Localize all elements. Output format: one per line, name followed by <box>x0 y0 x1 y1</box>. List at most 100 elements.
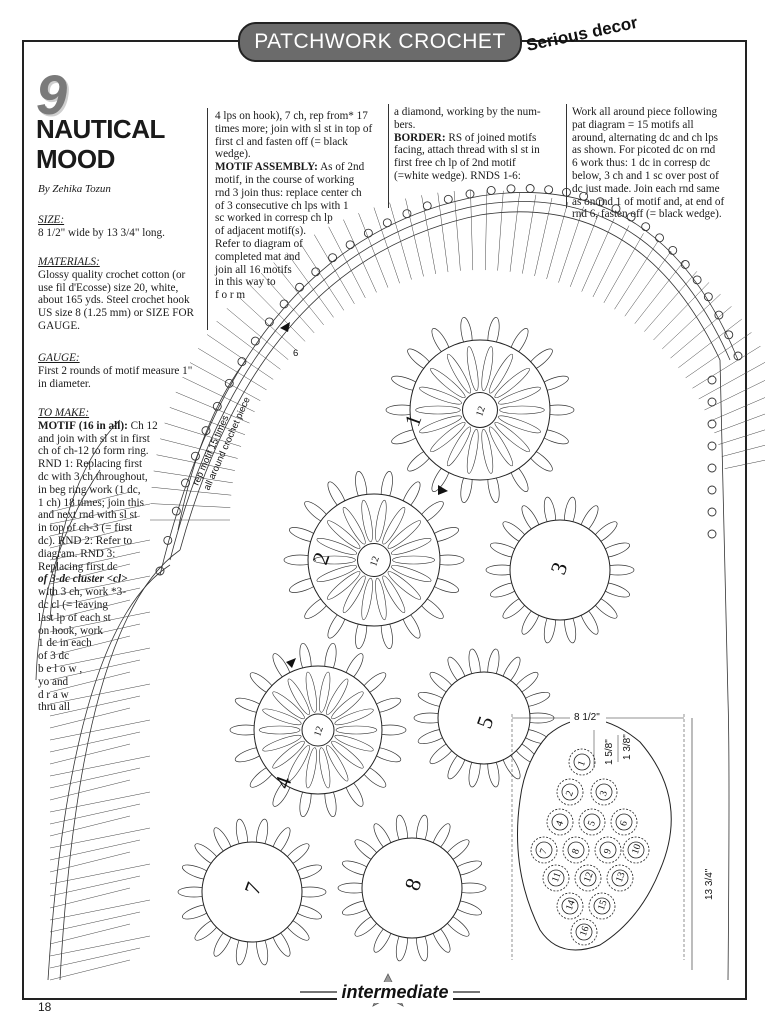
motif-spoke <box>563 497 574 548</box>
inner-petal <box>272 740 305 769</box>
motif-spoke <box>430 731 469 764</box>
inner-petal <box>326 745 349 782</box>
motif-petal <box>521 605 541 635</box>
inner-petal <box>391 538 432 555</box>
motif-spoke <box>522 505 549 551</box>
border-spoke <box>226 308 289 360</box>
to-make-line: of 3 dc <box>38 650 70 663</box>
schematic-motif-outer <box>578 808 606 836</box>
picot <box>224 378 234 388</box>
col2-line: completed mat and <box>215 250 301 263</box>
col2-line: of adjacent motif(s). <box>215 225 307 238</box>
motif-spoke <box>509 377 569 400</box>
inner-petal <box>488 353 514 394</box>
motif-petal <box>490 542 521 558</box>
motif-spoke <box>407 430 457 471</box>
schematic-motif: 6 <box>610 808 638 836</box>
motif-height-inner-group: 1 3/8" <box>622 734 633 760</box>
border-spoke <box>49 827 151 849</box>
motif-height-outer: 1 5/8" <box>604 739 615 765</box>
motif-spoke <box>304 501 352 542</box>
motif-petal <box>373 923 393 953</box>
schematic-motif-inner <box>579 869 597 887</box>
motif-petal <box>304 596 331 619</box>
motif-petal <box>599 542 630 558</box>
border-spoke <box>49 959 131 981</box>
inner-petal <box>319 671 331 713</box>
motif-petal <box>428 577 460 593</box>
schematic-motif-outer <box>606 864 634 892</box>
motif-petal <box>177 886 211 898</box>
col2-line: first cl and fasten off (= black <box>215 135 348 148</box>
motif-petal <box>429 671 456 695</box>
center-ring-label: 12 <box>368 555 382 568</box>
schematic-motif-number: 15 <box>596 899 610 912</box>
schematic-motif-outer <box>546 808 574 836</box>
inner-petal <box>331 740 364 769</box>
border-spoke <box>49 767 141 789</box>
motif-spoke <box>429 902 469 936</box>
schematic-motif-inner <box>551 813 569 831</box>
motif-spoke <box>378 589 390 649</box>
motif-spoke <box>273 653 304 706</box>
column-2: 4 lps on hook), 7 ch, rep from* 17 times… <box>215 110 380 302</box>
inner-petal <box>499 405 545 415</box>
schematic-motif: 8 <box>562 836 590 864</box>
motif-spoke <box>273 899 322 918</box>
motif-petal <box>501 656 521 686</box>
inner-petal <box>375 577 387 621</box>
motif-spoke <box>238 914 249 965</box>
motif-spoke <box>581 544 630 563</box>
black-wedge-icon <box>286 658 296 668</box>
inner-petal <box>262 708 302 726</box>
motif-petal <box>417 728 449 745</box>
motif-petal <box>354 913 381 937</box>
motif-petal <box>354 839 381 863</box>
motif-spoke <box>344 739 401 761</box>
inner-petal <box>446 426 472 467</box>
col2-line: join all 16 motifs <box>215 263 292 276</box>
motif: 7 <box>177 818 327 966</box>
to-make-line: with 3 ch, work *3- <box>38 586 126 599</box>
schematic-motif: 9 <box>594 836 622 864</box>
border-spoke <box>509 192 520 272</box>
schematic-motif-inner <box>535 841 553 859</box>
section-banner: PATCHWORK CROCHET <box>238 22 522 62</box>
inner-petal <box>361 499 373 543</box>
schematic-motif-number: 9 <box>602 847 614 855</box>
schematic-motif-inner <box>561 897 579 915</box>
motif-petal <box>431 463 451 492</box>
materials-line: US size 8 (1.25 mm) or SIZE FOR <box>38 307 194 320</box>
motif-petal <box>380 616 393 650</box>
column-rule <box>566 104 567 208</box>
motif-petal <box>447 656 467 686</box>
inner-petal <box>326 520 361 549</box>
motif-spoke <box>571 589 598 635</box>
motif-spoke <box>522 589 549 635</box>
motif-spoke <box>250 748 297 787</box>
border-spoke <box>644 271 698 332</box>
schematic-motif-inner <box>595 783 613 801</box>
to-make-section: TO MAKE: MOTIF (16 in all): Ch 12 and jo… <box>38 407 203 714</box>
motif-spoke <box>546 497 557 548</box>
picot <box>264 317 274 327</box>
schematic-motif: 15 <box>588 892 616 920</box>
motif-spoke <box>342 895 391 914</box>
motif-petal <box>299 784 312 818</box>
column-3: a diamond, working by the num- bers. BOR… <box>394 106 562 183</box>
schematic-motif-inner <box>611 869 629 887</box>
to-make-line: dc cl (= leaving <box>38 598 108 611</box>
motif-spoke <box>339 748 386 787</box>
motif-petal <box>293 886 327 898</box>
inner-petal <box>392 555 436 565</box>
col3-line: a diamond, working by the num- <box>394 106 541 118</box>
motif-spoke <box>495 437 528 492</box>
schematic-motif-number: 16 <box>578 925 592 938</box>
schematic-motif: 14 <box>556 892 584 920</box>
border-spoke <box>49 947 141 969</box>
motif-petal <box>579 505 599 535</box>
motif-petal <box>370 697 402 713</box>
wedge-markers <box>280 322 448 668</box>
inner-petal <box>287 678 310 715</box>
